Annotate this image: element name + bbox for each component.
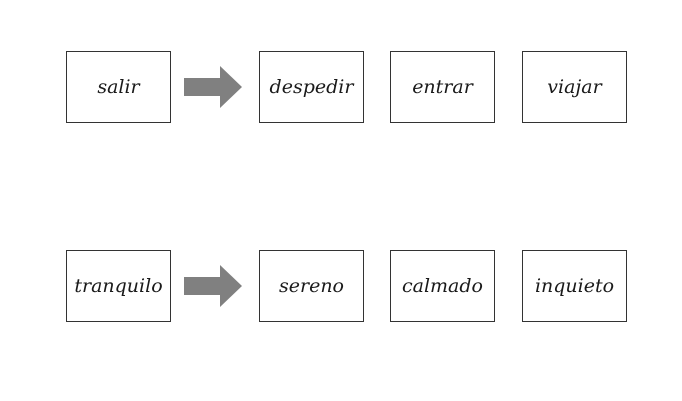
option-box-row-1-b[interactable]: entrar: [390, 51, 495, 123]
option-box-row-2-a[interactable]: sereno: [259, 250, 364, 322]
option-word: calmado: [402, 275, 483, 297]
option-box-row-1-c[interactable]: viajar: [522, 51, 627, 123]
option-word: inquieto: [534, 275, 615, 297]
source-word-box-row-1: salir: [66, 51, 171, 123]
option-word: entrar: [412, 76, 473, 98]
option-box-row-2-c[interactable]: inquieto: [522, 250, 627, 322]
option-word: sereno: [279, 275, 344, 297]
option-word: viajar: [547, 76, 602, 98]
option-word: despedir: [269, 76, 354, 98]
source-word-box-row-2: tranquilo: [66, 250, 171, 322]
source-word: tranquilo: [74, 275, 163, 297]
right-arrow-icon: [184, 265, 242, 307]
source-word: salir: [97, 76, 140, 98]
option-box-row-2-b[interactable]: calmado: [390, 250, 495, 322]
right-arrow-icon: [184, 66, 242, 108]
option-box-row-1-a[interactable]: despedir: [259, 51, 364, 123]
